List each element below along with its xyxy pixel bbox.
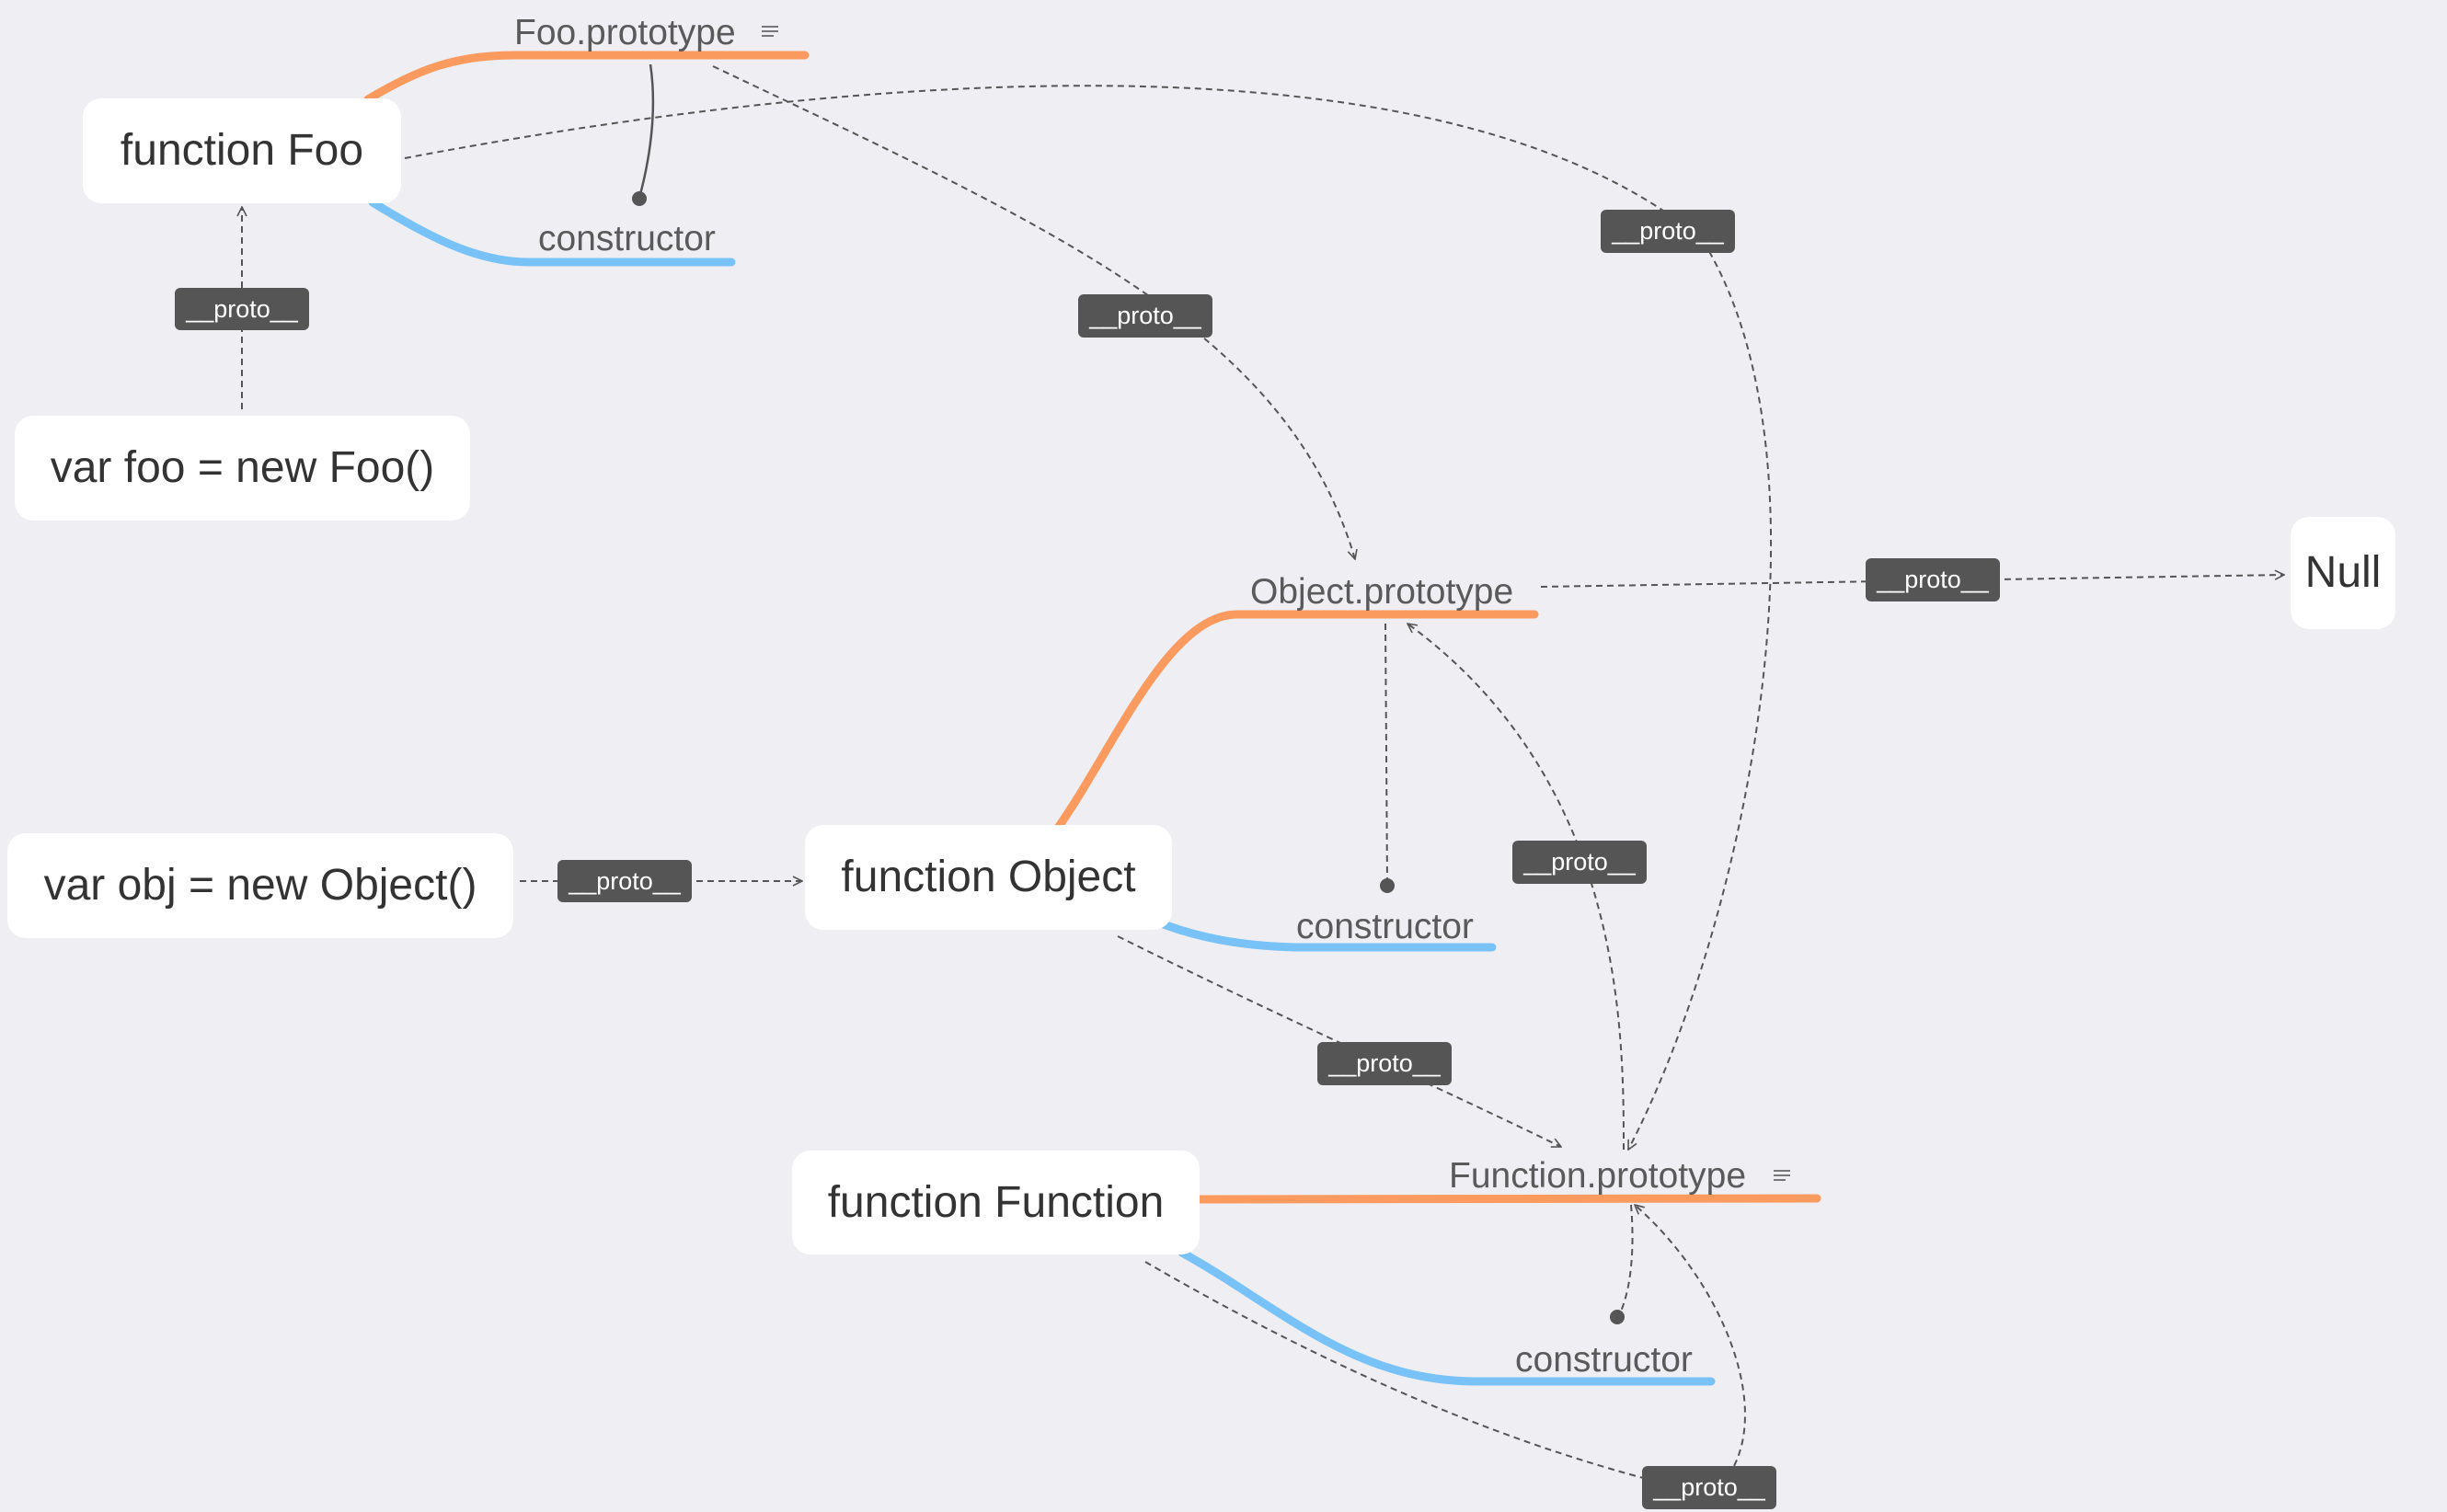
topic-function-prototype[interactable]: Function.prototype — [1449, 1156, 1747, 1196]
label-proto-object[interactable]: __proto__ — [1317, 1042, 1452, 1085]
note-icon[interactable] — [762, 26, 778, 39]
label-proto-var-foo[interactable]: __proto__ — [175, 288, 309, 330]
label-proto-function[interactable]: __proto__ — [1642, 1466, 1776, 1509]
node-function-foo[interactable]: function Foo — [83, 98, 401, 203]
branch-foo-prototype — [363, 51, 810, 104]
branch-function-prototype — [1196, 1194, 1821, 1204]
note-icon[interactable] — [1774, 1170, 1790, 1183]
rel-foo-prototype-to-object-prototype — [712, 65, 1355, 559]
node-function-object[interactable]: function Object — [805, 825, 1172, 930]
rel-function-prototype-to-object-prototype — [1407, 624, 1625, 1151]
branch-object-constructor — [1159, 920, 1497, 952]
topic-object-prototype[interactable]: Object.prototype — [1250, 572, 1514, 612]
topic-function-constructor[interactable]: constructor — [1515, 1340, 1693, 1380]
branch-foo-constructor — [368, 198, 736, 267]
link-function-prototype-constructor — [1618, 1204, 1634, 1316]
rel-foo-to-function-prototype — [404, 85, 1773, 1150]
link-object-prototype-constructor — [1384, 623, 1388, 886]
branch-object-prototype — [1053, 610, 1539, 832]
label-proto-foo-prototype[interactable]: __proto__ — [1078, 294, 1212, 338]
node-null[interactable]: Null — [2291, 517, 2395, 629]
rel-object-prototype-to-null — [1540, 575, 2284, 588]
topic-foo-constructor[interactable]: constructor — [538, 219, 716, 258]
rel-object-to-function-prototype — [1117, 935, 1561, 1147]
node-var-obj[interactable]: var obj = new Object() — [7, 833, 513, 938]
branch-function-constructor — [1178, 1248, 1716, 1386]
topic-foo-prototype[interactable]: Foo.prototype — [514, 13, 736, 52]
dot-object-constructor — [1380, 878, 1395, 893]
topic-object-constructor[interactable]: constructor — [1296, 907, 1474, 946]
link-foo-prototype-constructor — [638, 63, 655, 199]
node-var-foo[interactable]: var foo = new Foo() — [15, 416, 470, 521]
node-function-function[interactable]: function Function — [792, 1151, 1200, 1254]
label-proto-var-obj[interactable]: __proto__ — [557, 860, 692, 902]
dot-foo-constructor — [632, 191, 647, 206]
label-proto-object-prototype[interactable]: __proto__ — [1866, 558, 2000, 601]
label-proto-function-prototype[interactable]: __proto__ — [1512, 841, 1647, 884]
label-proto-foo[interactable]: __proto__ — [1601, 210, 1735, 253]
dot-function-constructor — [1610, 1310, 1625, 1324]
